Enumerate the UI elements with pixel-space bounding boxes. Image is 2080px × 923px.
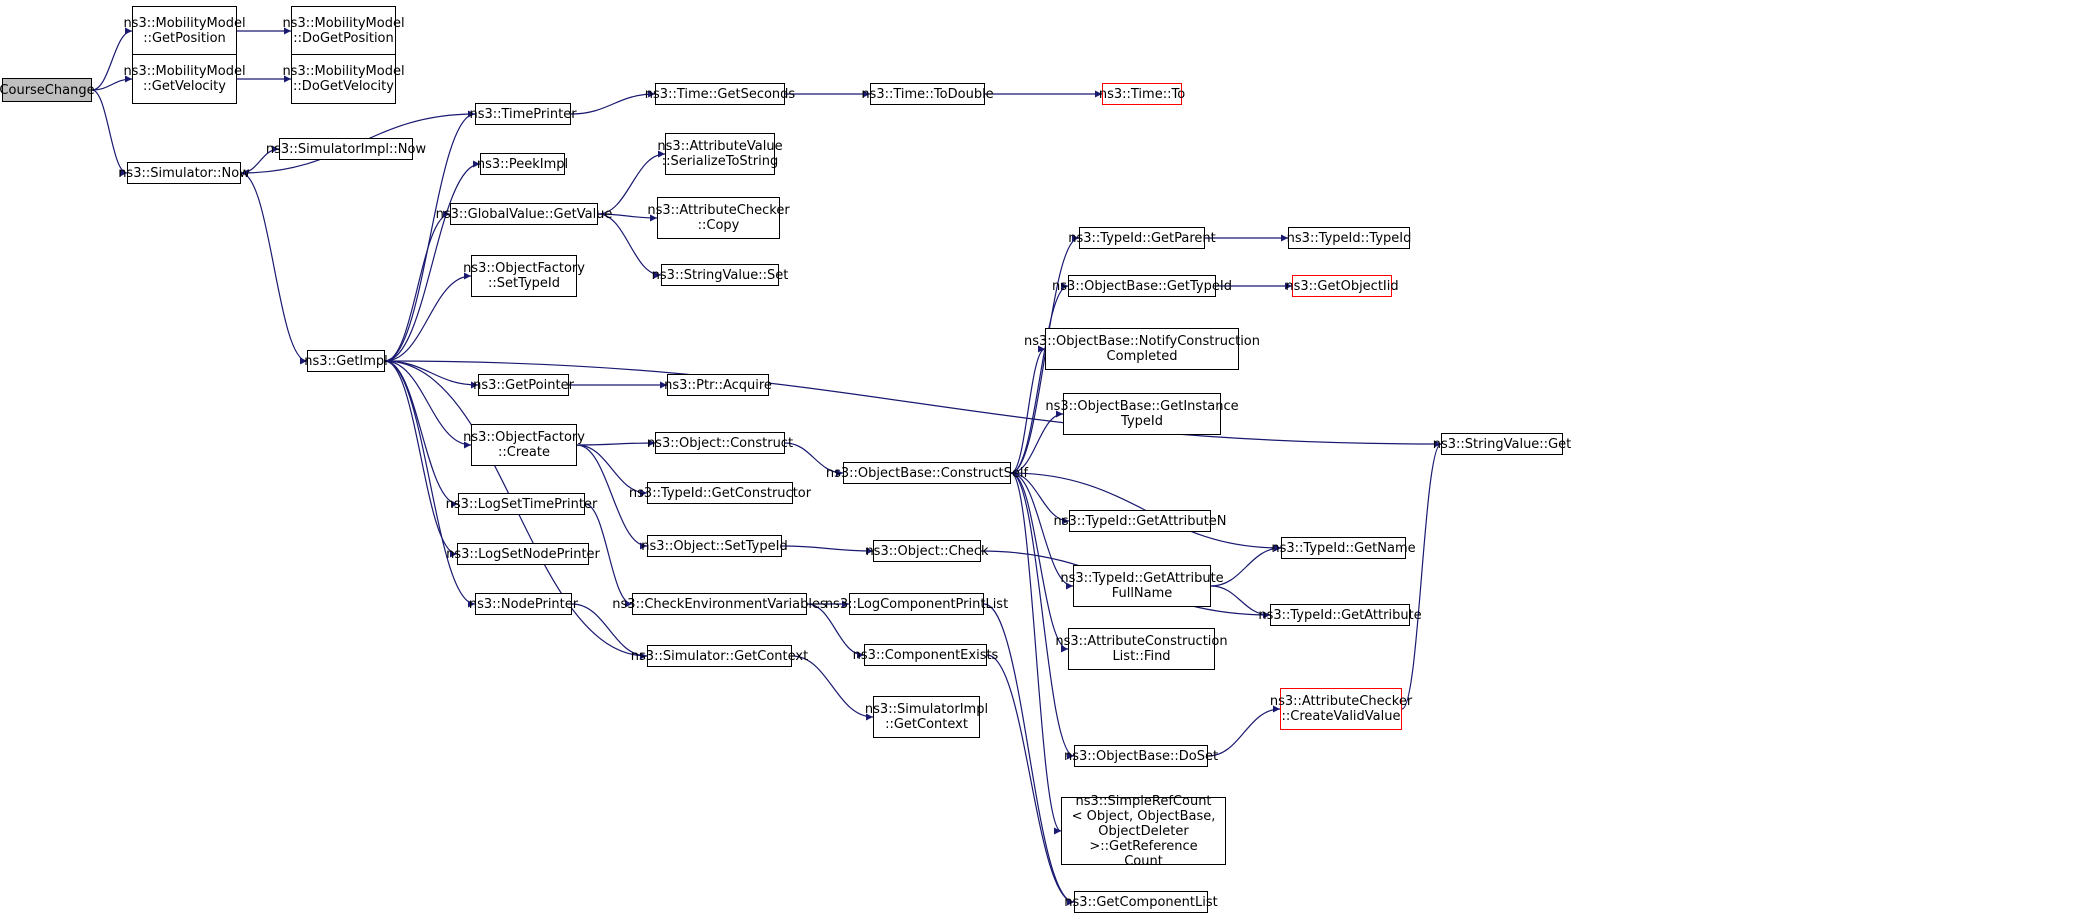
edge-n21-n22	[576, 439, 656, 447]
edge-n25-n39	[1010, 472, 1062, 835]
edge-n25-n33	[1010, 472, 1074, 590]
graph-node-n49[interactable]: ns3::Object::Check	[865, 540, 989, 562]
edge-n7-n12	[384, 160, 481, 362]
graph-node-n14[interactable]: ns3::AttributeValue ::SerializeToString	[657, 133, 783, 175]
graph-node-n22[interactable]: ns3::Object::Construct	[647, 432, 793, 454]
graph-node-n2[interactable]: ns3::MobilityModel ::DoGetPosition	[282, 6, 405, 56]
graph-node-n43[interactable]: ns3::NodePrinter	[469, 593, 578, 615]
graph-node-n15[interactable]: ns3::AttributeChecker ::Copy	[647, 197, 790, 239]
graph-node-n38[interactable]: ns3::ObjectBase::DoSet	[1064, 745, 1218, 767]
edge-n25-n36	[1010, 472, 1069, 653]
graph-node-n44[interactable]: ns3::CheckEnvironmentVariables	[612, 593, 827, 615]
edge-n13-n14	[597, 150, 666, 215]
edge-n37-n18	[1401, 440, 1442, 710]
edge-n21-n24	[576, 444, 648, 550]
graph-node-n9[interactable]: ns3::Time::GetSeconds	[645, 83, 795, 105]
edge-n25-n32	[1010, 472, 1070, 525]
graph-node-n32[interactable]: ns3::TypeId::GetAttributeN	[1053, 510, 1227, 532]
edge-n25-n28	[1010, 282, 1069, 474]
edge-n46-n40	[986, 654, 1075, 906]
graph-node-n45[interactable]: ns3::LogComponentPrintList	[825, 593, 1008, 615]
graph-node-n7[interactable]: ns3::GetImpl	[304, 350, 388, 372]
edge-n25-n31	[1010, 410, 1064, 474]
graph-node-n5[interactable]: ns3::Simulator::Now	[118, 162, 250, 184]
edge-n7-n17	[384, 272, 472, 362]
edge-n0-n5	[91, 89, 128, 177]
graph-node-n29[interactable]: ns3::GetObjectIid	[1285, 275, 1399, 297]
edge-n25-n38	[1010, 472, 1075, 760]
edge-n38-n37	[1207, 705, 1281, 757]
edge-n13-n15	[597, 213, 658, 222]
edge-n7-n43	[384, 360, 476, 608]
graph-node-n17[interactable]: ns3::ObjectFactory ::SetTypeId	[463, 255, 585, 297]
graph-node-n48[interactable]: ns3::SimulatorImpl ::GetContext	[865, 696, 988, 738]
edge-n8-n9	[570, 90, 656, 115]
edge-n21-n23	[576, 444, 648, 497]
edge-n41-n44	[584, 503, 633, 608]
edge-n7-n8	[384, 110, 476, 362]
graph-node-n19[interactable]: ns3::GetPointer	[473, 374, 574, 396]
edge-n0-n3	[91, 75, 133, 91]
graph-node-n27[interactable]: ns3::TypeId::TypeId	[1287, 227, 1411, 249]
graph-node-n10[interactable]: ns3::Time::ToDouble	[861, 83, 994, 105]
graph-node-n30[interactable]: ns3::ObjectBase::NotifyConstruction Comp…	[1024, 328, 1260, 370]
graph-node-n20[interactable]: ns3::Ptr::Acquire	[664, 374, 772, 396]
edge-n5-n7	[240, 172, 308, 365]
graph-node-n46[interactable]: ns3::ComponentExists	[853, 644, 998, 666]
graph-node-n34[interactable]: ns3::TypeId::GetName	[1271, 537, 1416, 559]
edge-n24-n49	[781, 545, 874, 555]
edge-n25-n30	[1010, 345, 1046, 474]
edge-n33-n34	[1210, 544, 1282, 587]
edge-n0-n1	[91, 27, 133, 91]
edge-n7-n42	[384, 360, 458, 558]
graph-node-n6[interactable]: ns3::SimulatorImpl::Now	[266, 138, 426, 160]
graph-node-n40[interactable]: ns3::GetComponentList	[1064, 891, 1218, 913]
graph-node-n23[interactable]: ns3::TypeId::GetConstructor	[629, 482, 811, 504]
graph-node-n8[interactable]: ns3::TimePrinter	[469, 103, 577, 125]
graph-node-n13[interactable]: ns3::GlobalValue::GetValue	[436, 203, 612, 225]
graph-node-n1[interactable]: ns3::MobilityModel ::GetPosition	[123, 6, 246, 56]
graph-node-n16[interactable]: ns3::StringValue::Set	[652, 264, 788, 286]
graph-node-n21[interactable]: ns3::ObjectFactory ::Create	[463, 424, 585, 466]
edge-n47-n48	[791, 655, 874, 721]
graph-node-n35[interactable]: ns3::TypeId::GetAttribute	[1258, 604, 1422, 626]
graph-node-n11[interactable]: ns3::Time::To	[1099, 83, 1185, 105]
graph-node-n24[interactable]: ns3::Object::SetTypeId	[641, 535, 788, 557]
graph-node-n25[interactable]: ns3::ObjectBase::ConstructSelf	[826, 462, 1028, 484]
graph-node-n33[interactable]: ns3::TypeId::GetAttribute FullName	[1060, 565, 1224, 607]
graph-node-n37[interactable]: ns3::AttributeChecker ::CreateValidValue	[1270, 688, 1412, 730]
edge-n45-n40	[983, 603, 1075, 906]
graph-node-n36[interactable]: ns3::AttributeConstruction List::Find	[1055, 628, 1228, 670]
edge-n7-n21	[384, 360, 472, 449]
graph-node-n12[interactable]: ns3::PeekImpl	[477, 153, 568, 175]
graph-node-n31[interactable]: ns3::ObjectBase::GetInstance TypeId	[1045, 393, 1239, 435]
graph-node-n3[interactable]: ns3::MobilityModel ::GetVelocity	[123, 54, 246, 104]
edge-n44-n46	[806, 603, 865, 659]
graph-node-n26[interactable]: ns3::TypeId::GetParent	[1068, 227, 1216, 249]
graph-node-n4[interactable]: ns3::MobilityModel ::DoGetVelocity	[282, 54, 405, 104]
graph-node-n18[interactable]: ns3::StringValue::Get	[1433, 433, 1571, 455]
graph-node-n47[interactable]: ns3::Simulator::GetContext	[631, 645, 808, 667]
edge-n7-n18	[384, 360, 1442, 448]
edge-n22-n25	[784, 442, 844, 477]
edge-n7-n13	[384, 210, 451, 362]
graph-node-n42[interactable]: ns3::LogSetNodePrinter	[446, 543, 600, 565]
graph-node-n0[interactable]: CourseChange	[0, 78, 95, 102]
graph-node-n41[interactable]: ns3::LogSetTimePrinter	[446, 493, 597, 515]
edge-n33-n35	[1210, 585, 1271, 619]
edge-n13-n16	[597, 213, 662, 279]
edge-n43-n47	[571, 603, 648, 660]
graph-node-n28[interactable]: ns3::ObjectBase::GetTypeId	[1052, 275, 1232, 297]
graph-node-n39[interactable]: ns3::SimpleRefCount < Object, ObjectBase…	[1061, 794, 1226, 869]
